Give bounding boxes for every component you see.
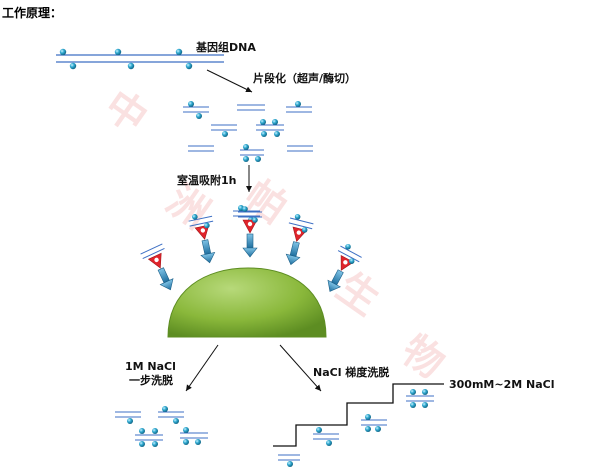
eluted-fragments-step	[115, 406, 208, 447]
fragment	[256, 119, 284, 137]
arrow-fragmentation	[206, 69, 253, 93]
step-elution-label-line1: 1M NaCl	[125, 360, 176, 373]
fragment	[237, 104, 265, 111]
fragment	[287, 145, 313, 152]
arrow-step-elution	[185, 344, 219, 392]
adsorption-label: 室温吸附1h	[177, 174, 237, 187]
fragment	[240, 144, 264, 162]
gradient-staircase	[273, 383, 444, 447]
mbd-protein-icon	[238, 206, 262, 258]
mbd-protein-icon	[327, 243, 362, 292]
fragment	[286, 101, 312, 113]
gradient-range-label: 300mM~2M NaCl	[449, 378, 555, 391]
arrow-gradient-elution	[279, 344, 322, 392]
mbd-probes	[140, 206, 362, 292]
step-elution-label-line2: 一步洗脱	[129, 374, 173, 387]
fragment	[183, 101, 209, 119]
gradient-elution-label: NaCl 梯度洗脱	[313, 366, 390, 379]
resin-bead-icon	[167, 267, 327, 338]
fragment	[188, 145, 214, 152]
dna-fragments	[183, 101, 313, 162]
mbd-protein-icon	[140, 243, 174, 291]
mbd-protein-icon	[285, 214, 314, 266]
genomic-dna-icon	[56, 48, 224, 70]
page-title: 工作原理：	[2, 6, 63, 20]
fragment	[211, 124, 237, 137]
fragmentation-label: 片段化（超声/酶切）	[253, 72, 357, 85]
mbd-protein-icon	[188, 214, 216, 264]
genomic-dna-label: 基因组DNA	[196, 41, 256, 54]
eluted-fragments-gradient	[278, 389, 434, 467]
